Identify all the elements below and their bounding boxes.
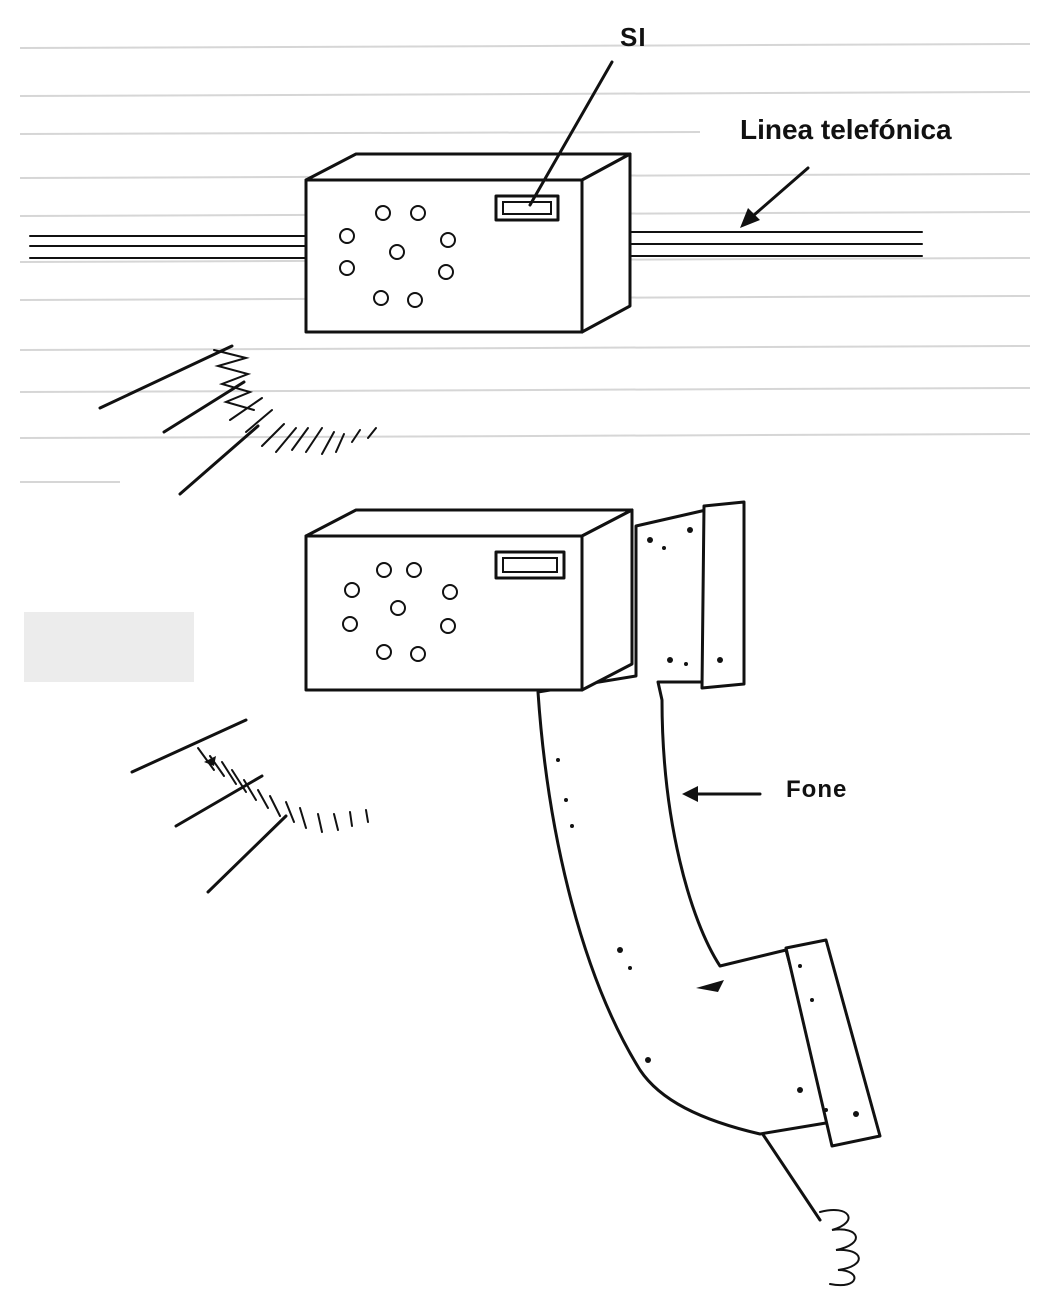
sound-waves-top: [98, 344, 377, 496]
bottom-device: [304, 508, 634, 692]
switch-leader: [528, 60, 614, 207]
speaker-holes: [339, 205, 456, 308]
sound-waves-bottom: [130, 718, 369, 894]
handset-label: Fone: [786, 776, 848, 803]
handset: [536, 500, 882, 1287]
switch: [494, 194, 560, 222]
phone-line: [29, 231, 923, 259]
phone-line-arrow: [740, 166, 810, 228]
top-device: [304, 152, 632, 334]
handset-arrow: [682, 786, 762, 802]
speaker-holes-bottom: [342, 562, 458, 662]
switch-label: SI: [620, 22, 647, 52]
phone-line-label: Linea telefónica: [740, 114, 952, 145]
